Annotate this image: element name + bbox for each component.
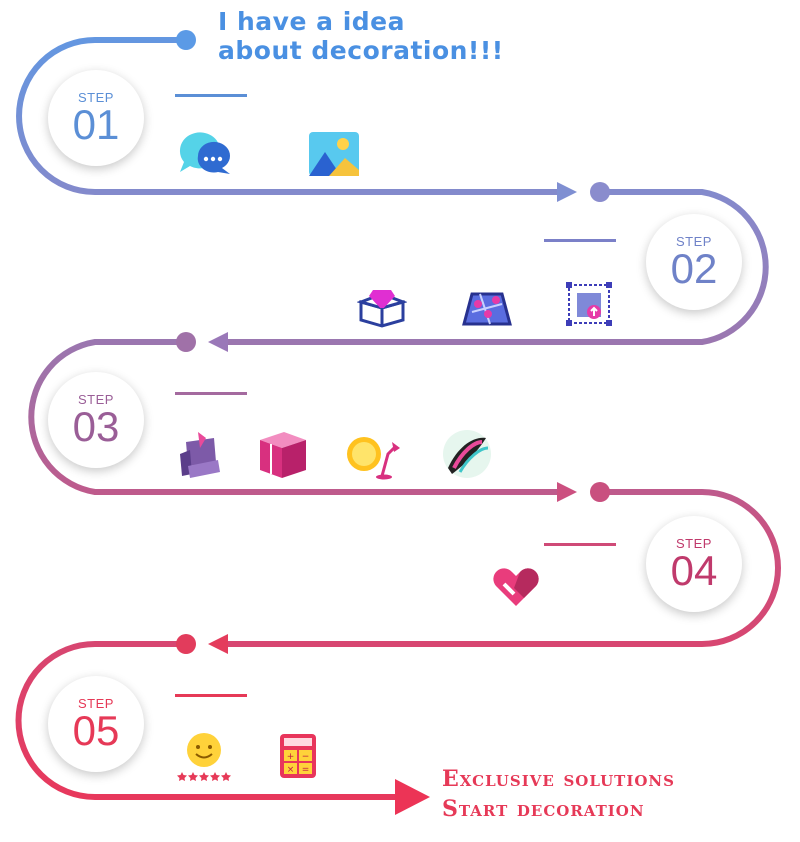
path-segment-4	[222, 489, 781, 647]
step-number: 02	[670, 245, 718, 292]
step-01-bar	[175, 94, 247, 97]
path-dot	[176, 332, 196, 352]
step-05-bar	[175, 694, 247, 697]
image-upload-icon	[566, 282, 612, 326]
path-segment-1	[16, 37, 563, 195]
svg-text:−: −	[302, 752, 310, 762]
diamond-box-icon	[357, 290, 407, 328]
calculator-icon: + − × =	[280, 734, 316, 778]
path-segment-3	[28, 339, 563, 495]
path-segment-2	[222, 189, 769, 345]
smiley-rating-icon	[177, 733, 231, 781]
outro-line2: Start decoration	[442, 796, 645, 822]
step-label: STEP	[78, 696, 114, 711]
step-05-badge: STEP 05	[48, 676, 144, 772]
step-04-bar	[544, 543, 616, 546]
ribbon-tag-icon	[443, 430, 491, 478]
arrow-right	[557, 482, 577, 502]
image-icon	[309, 132, 359, 176]
step-label: STEP	[676, 536, 712, 551]
step-number: 05	[72, 707, 120, 754]
cabinet-icon	[260, 432, 306, 478]
arrow-right	[557, 182, 577, 202]
sun-lamp-icon	[347, 437, 400, 480]
intro-heading-line1: I have a idea	[218, 7, 405, 36]
svg-text:×: ×	[287, 765, 295, 775]
chat-bubble-icon	[179, 132, 230, 174]
step-label: STEP	[676, 234, 712, 249]
step-label: STEP	[78, 392, 114, 407]
path-dot	[590, 182, 610, 202]
step-number: 04	[670, 547, 718, 594]
step-number: 03	[72, 403, 120, 450]
map-pins-icon	[462, 292, 512, 326]
arrow-left	[208, 332, 228, 352]
step-04-badge: STEP 04	[646, 516, 742, 612]
sofa-icon	[180, 432, 220, 478]
step-03-badge: STEP 03	[48, 372, 144, 468]
handshake-heart-icon	[493, 568, 539, 606]
step-01-badge: STEP 01	[48, 70, 144, 166]
step-02-badge: STEP 02	[646, 214, 742, 310]
intro-heading-line2: about decoration!!!	[218, 36, 504, 65]
step-03-bar	[175, 392, 247, 395]
svg-text:=: =	[302, 765, 310, 775]
step-02-bar	[544, 239, 616, 242]
path-dot	[176, 634, 196, 654]
arrow-end	[395, 779, 430, 815]
arrow-left	[208, 634, 228, 654]
step-number: 01	[72, 101, 120, 148]
path-segment-5	[15, 641, 401, 800]
outro-line1: Exclusive solutions	[442, 766, 675, 792]
svg-text:+: +	[287, 752, 295, 762]
step-label: STEP	[78, 90, 114, 105]
path-dot	[590, 482, 610, 502]
path-dot	[176, 30, 196, 50]
